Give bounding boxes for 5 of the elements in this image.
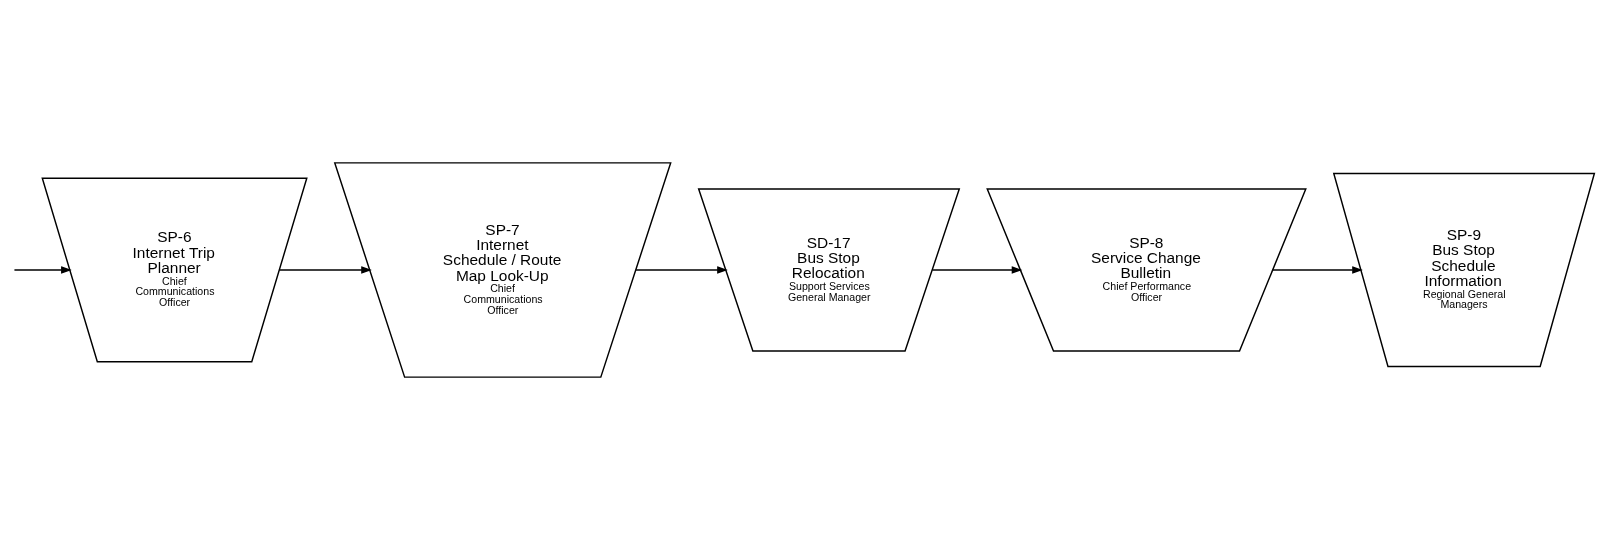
arrow — [278, 266, 372, 274]
arrow — [635, 266, 728, 274]
arrow — [13, 266, 72, 274]
arrow — [931, 266, 1023, 274]
arrow — [1271, 266, 1363, 274]
